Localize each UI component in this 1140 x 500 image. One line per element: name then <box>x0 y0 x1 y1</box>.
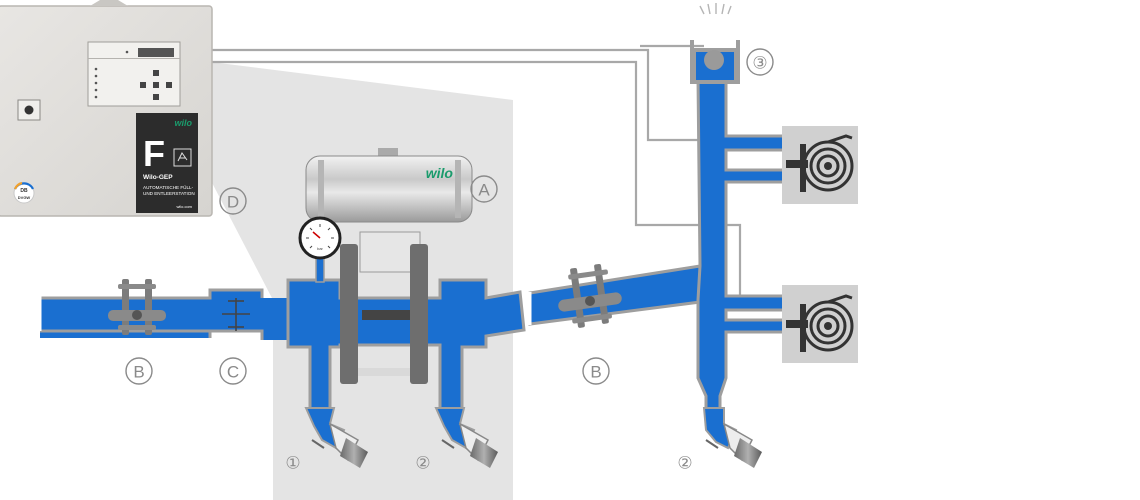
svg-text:①: ① <box>285 454 300 473</box>
product-label-panel: wilo F Wilo-GEP AUTOMATISCHE FÜLL- UND E… <box>136 113 198 213</box>
hose-reel-lower <box>782 285 858 363</box>
gauge-unit: bar <box>317 246 323 251</box>
panel-letter: F <box>143 133 165 174</box>
svg-text:②: ② <box>415 454 430 473</box>
certification-badge: DB DVGW <box>13 181 35 204</box>
svg-text:③: ③ <box>752 54 767 73</box>
box-desc-line1: AUTOMATISCHE FÜLL- <box>143 184 194 190</box>
actuator-brand: wilo <box>426 165 454 181</box>
control-display-panel <box>87 41 181 107</box>
box-desc-line2: UND ENTLEERSTATION <box>143 191 195 196</box>
svg-text:D: D <box>227 193 239 212</box>
pressure-gauge: bar <box>298 216 342 283</box>
hose-reel-upper <box>782 126 858 204</box>
box-product-name: Wilo-GEP <box>143 174 173 181</box>
box-website: wilo.com <box>176 204 192 209</box>
label-check-valve: C <box>219 357 247 385</box>
cert-bottom-text: DVGW <box>18 195 31 200</box>
main-switch <box>17 99 41 121</box>
svg-text:B: B <box>133 363 144 382</box>
ball-valve-left <box>108 279 166 335</box>
drain-valve-1 <box>304 407 368 468</box>
cert-top-text: DB <box>20 188 28 194</box>
drain-valve-3 <box>702 407 762 468</box>
label-ball-valve-left: B <box>125 357 153 385</box>
label-drain-valve-1: ① <box>285 454 300 473</box>
status-led-column <box>94 67 98 99</box>
svg-text:B: B <box>590 363 601 382</box>
label-drain-valve-2: ② <box>415 454 430 473</box>
riser-pipe <box>690 40 788 426</box>
actuator-bracket <box>340 231 428 384</box>
drain-valve-2 <box>434 407 498 468</box>
svg-text:A: A <box>478 181 490 200</box>
check-valve <box>222 298 250 331</box>
vent-spray-icon <box>699 3 732 15</box>
label-actuator: A <box>470 175 498 203</box>
control-box: wilo F Wilo-GEP AUTOMATISCHE FÜLL- UND E… <box>0 0 213 217</box>
pneumatic-actuator: wilo <box>305 148 473 223</box>
label-control-box: D <box>219 187 247 215</box>
ball-valve-right <box>558 263 622 328</box>
svg-text:②: ② <box>677 454 692 473</box>
svg-text:C: C <box>227 363 239 382</box>
keypad <box>140 70 172 100</box>
label-ball-valve-right: B <box>582 357 610 385</box>
label-drain-valve-3: ② <box>677 454 692 473</box>
box-brand: wilo <box>175 118 193 128</box>
label-vent-valve: ③ <box>746 48 774 76</box>
